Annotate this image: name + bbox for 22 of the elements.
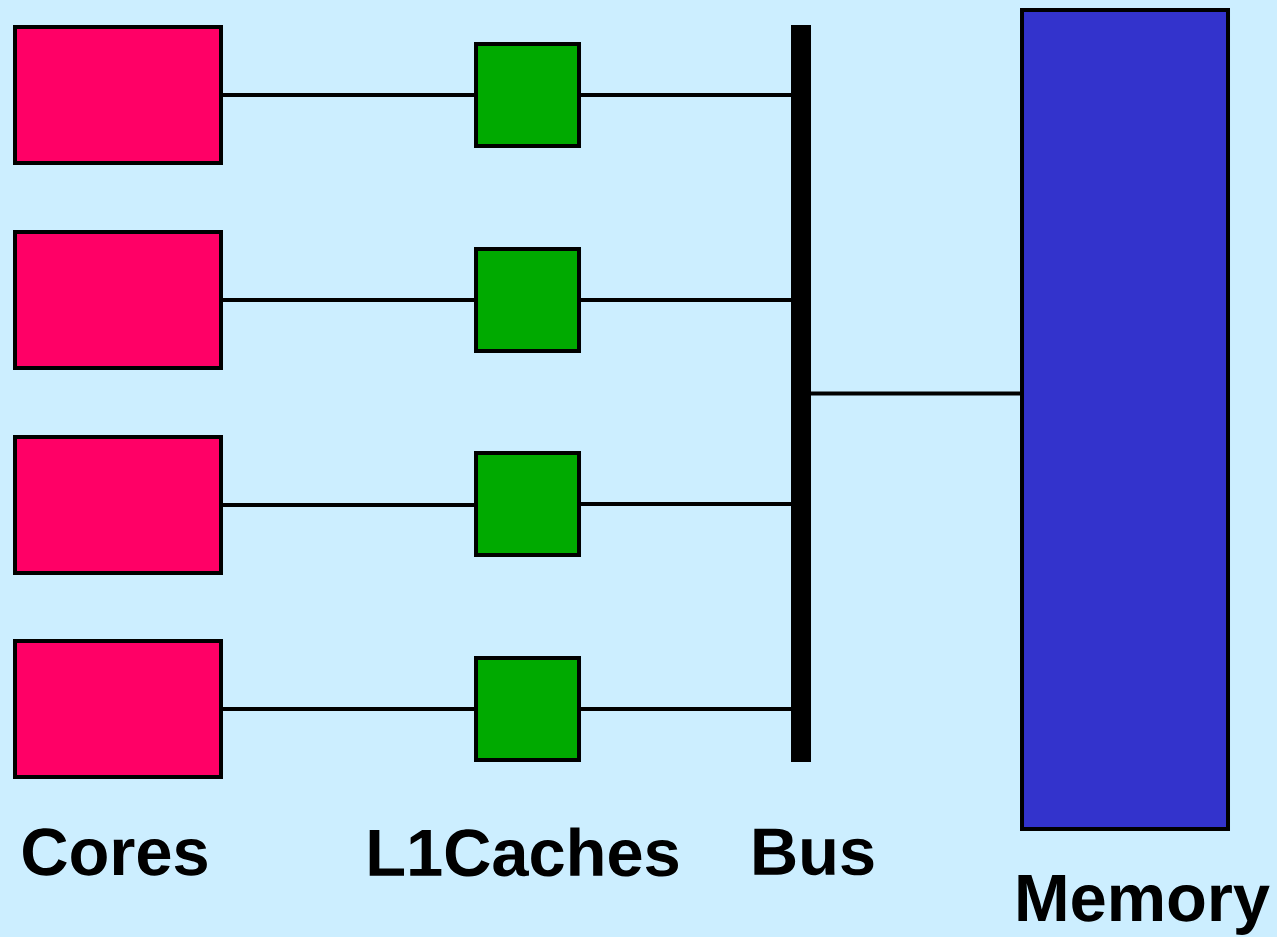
connector-line bbox=[581, 93, 791, 97]
connector-line bbox=[581, 502, 791, 506]
connector-line bbox=[811, 391, 1020, 396]
core-box bbox=[13, 435, 223, 575]
core-box bbox=[13, 639, 223, 779]
cache-box bbox=[474, 247, 581, 353]
node-label: Memory bbox=[1018, 875, 1270, 935]
connector-line bbox=[223, 707, 474, 711]
connector-line bbox=[223, 503, 474, 507]
column-label: L1Caches bbox=[369, 827, 678, 877]
connector-line bbox=[223, 93, 474, 97]
connector-line bbox=[581, 707, 791, 711]
cache-box bbox=[474, 42, 581, 148]
node-label: Bus bbox=[754, 828, 874, 876]
connector-line bbox=[223, 298, 474, 302]
cache-box bbox=[474, 451, 581, 557]
core-box bbox=[13, 230, 223, 370]
cache-box bbox=[474, 656, 581, 762]
connector-line bbox=[581, 298, 791, 302]
bus-bar: Bus bbox=[754, 25, 874, 876]
memory-block: Memory bbox=[1018, 8, 1270, 935]
core-box bbox=[13, 25, 223, 165]
